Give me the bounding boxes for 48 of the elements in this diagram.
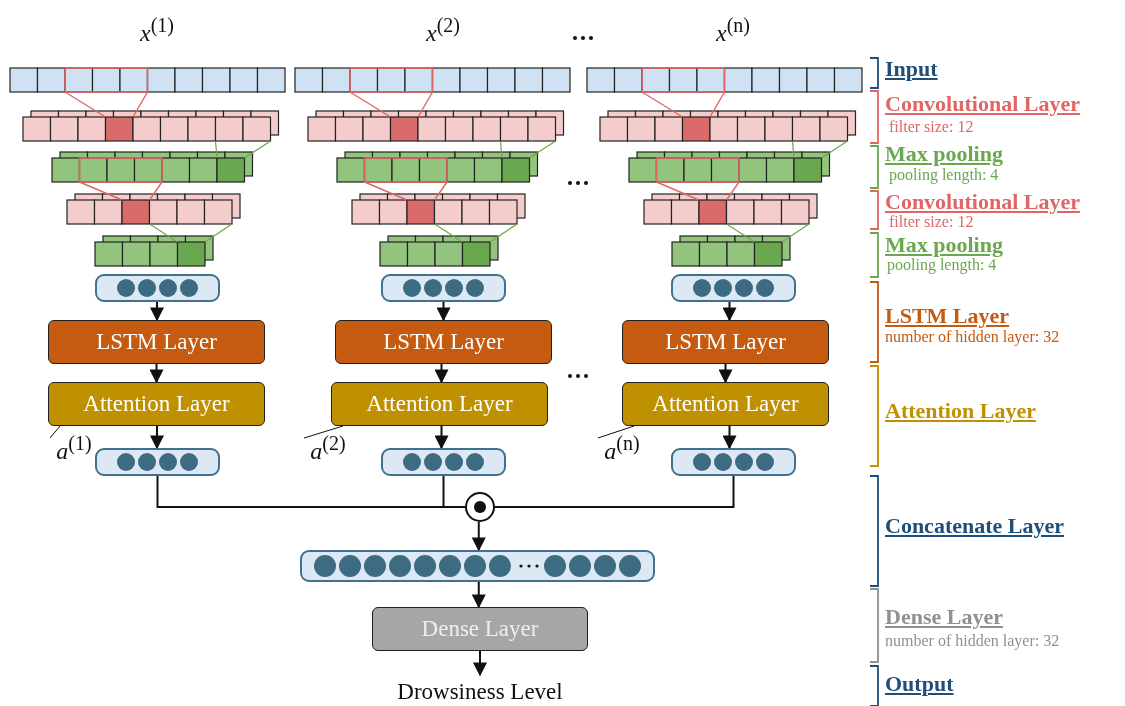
arrow bbox=[471, 521, 486, 552]
leader-line bbox=[597, 425, 635, 439]
arrow bbox=[150, 425, 164, 450]
operator-circle bbox=[465, 492, 495, 522]
leader-line bbox=[49, 425, 61, 439]
arrow bbox=[150, 301, 164, 322]
attention-layer-box: Attention Layer bbox=[622, 382, 829, 426]
input-sequence-label: x$^{(2)}$ bbox=[424, 14, 461, 47]
arrow bbox=[436, 301, 451, 322]
layer-heading: Output bbox=[885, 672, 954, 697]
layer-heading: Convolutional Layer bbox=[885, 92, 1080, 117]
lstm-layer-box: LSTM Layer bbox=[335, 320, 552, 364]
arrow bbox=[722, 425, 737, 450]
layer-heading: Convolutional Layer bbox=[885, 190, 1080, 215]
lstm-layer-box: LSTM Layer bbox=[622, 320, 829, 364]
lstm-layer-box: LSTM Layer bbox=[48, 320, 265, 364]
arrow bbox=[149, 363, 164, 384]
arrow bbox=[471, 581, 486, 609]
layer-heading: Max pooling bbox=[885, 233, 1003, 258]
layer-parameter: number of hidden layer: 32 bbox=[885, 328, 1060, 346]
connector-line bbox=[442, 475, 466, 508]
attention-weight-label: a$^{(2)}$ bbox=[298, 432, 358, 464]
layer-parameter: pooling length: 4 bbox=[887, 256, 997, 274]
attention-layer-box: Attention Layer bbox=[48, 382, 265, 426]
layer-parameter: filter size: 12 bbox=[889, 118, 974, 136]
dense-layer-box: Dense Layer bbox=[372, 607, 588, 651]
input-sequence-label: x$^{(n)}$ bbox=[714, 14, 751, 47]
arrow bbox=[434, 425, 449, 450]
arrow bbox=[434, 363, 449, 384]
output-label: Drowsiness Level bbox=[360, 678, 600, 706]
attention-weight-label: a$^{(1)}$ bbox=[44, 432, 104, 464]
layer-parameter: filter size: 12 bbox=[889, 213, 974, 231]
input-sequence-label: x$^{(1)}$ bbox=[138, 14, 175, 47]
connector-line bbox=[494, 475, 735, 508]
layer-heading: Dense Layer bbox=[885, 605, 1003, 630]
layer-parameter: number of hidden layer: 32 bbox=[885, 632, 1060, 650]
layer-parameter: pooling length: 4 bbox=[889, 166, 999, 184]
layer-heading: Attention Layer bbox=[885, 399, 1036, 424]
layer-heading: Max pooling bbox=[885, 142, 1003, 167]
layer-heading: Concatenate Layer bbox=[885, 514, 1064, 539]
attention-weight-label: a$^{(n)}$ bbox=[592, 432, 652, 464]
arrow bbox=[718, 363, 733, 384]
layer-heading: Input bbox=[885, 57, 938, 82]
layer-heading: LSTM Layer bbox=[885, 304, 1010, 329]
arrow bbox=[722, 301, 737, 322]
attention-layer-box: Attention Layer bbox=[331, 382, 548, 426]
arrow bbox=[473, 650, 487, 677]
leader-line bbox=[303, 425, 344, 439]
